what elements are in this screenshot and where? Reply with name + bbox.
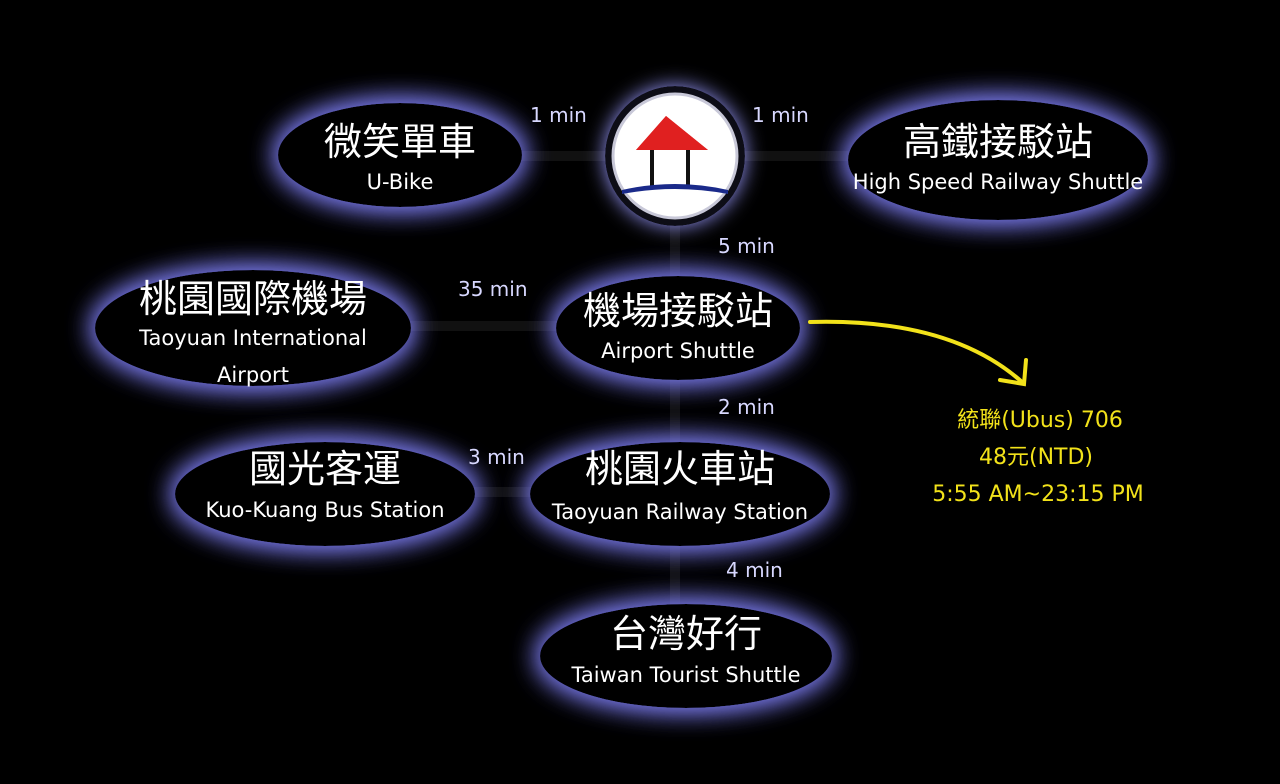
time-railway: 2 min bbox=[718, 395, 775, 419]
time-kuokuang: 3 min bbox=[468, 445, 525, 469]
node-hsr-en: High Speed Railway Shuttle bbox=[853, 170, 1143, 194]
node-airport-shuttle-zh: 機場接駁站 bbox=[583, 289, 773, 333]
node-tia-zh: 桃園國際機場 bbox=[139, 277, 367, 321]
node-kuokuang: 國光客運 Kuo-Kuang Bus Station bbox=[175, 442, 475, 546]
node-tourist: 台灣好行 Taiwan Tourist Shuttle bbox=[540, 604, 832, 708]
bus-info-line1: 統聯(Ubus) 706 bbox=[957, 408, 1123, 433]
bus-info-line3: 5:55 AM~23:15 PM bbox=[932, 482, 1144, 507]
node-ubike: 微笑單車 U-Bike bbox=[278, 103, 522, 207]
node-ubike-en: U-Bike bbox=[367, 170, 434, 194]
time-tia: 35 min bbox=[458, 277, 528, 301]
node-railway-zh: 桃園火車站 bbox=[585, 447, 775, 491]
node-railway: 桃園火車站 Taoyuan Railway Station bbox=[530, 442, 830, 546]
node-tourist-en: Taiwan Tourist Shuttle bbox=[571, 663, 801, 687]
node-airport-shuttle-en: Airport Shuttle bbox=[601, 339, 755, 363]
time-ubike: 1 min bbox=[530, 103, 587, 127]
node-hsr-zh: 高鐵接駁站 bbox=[903, 120, 1093, 164]
time-airport-shuttle: 5 min bbox=[718, 234, 775, 258]
node-tia-en-line1: Taoyuan International bbox=[138, 326, 367, 350]
node-tia: 桃園國際機場 Taoyuan International Airport bbox=[95, 270, 411, 387]
arrow bbox=[808, 319, 1028, 387]
bus-info: 統聯(Ubus) 706 48元(NTD) 5:55 AM~23:15 PM bbox=[932, 408, 1144, 507]
node-ubike-zh: 微笑單車 bbox=[324, 120, 476, 164]
house-icon bbox=[622, 116, 728, 194]
node-tia-en-line2: Airport bbox=[217, 363, 289, 387]
bus-info-line2: 48元(NTD) bbox=[979, 445, 1093, 470]
node-kuokuang-en: Kuo-Kuang Bus Station bbox=[205, 498, 444, 522]
node-kuokuang-zh: 國光客運 bbox=[249, 447, 401, 491]
node-hsr: 高鐵接駁站 High Speed Railway Shuttle bbox=[848, 100, 1148, 220]
node-tourist-zh: 台灣好行 bbox=[610, 612, 762, 656]
connectors bbox=[330, 151, 880, 650]
time-tourist: 4 min bbox=[726, 558, 783, 582]
node-airport-shuttle: 機場接駁站 Airport Shuttle bbox=[556, 276, 800, 380]
hub bbox=[605, 86, 745, 226]
node-railway-en: Taoyuan Railway Station bbox=[551, 500, 808, 524]
time-hsr: 1 min bbox=[752, 103, 809, 127]
